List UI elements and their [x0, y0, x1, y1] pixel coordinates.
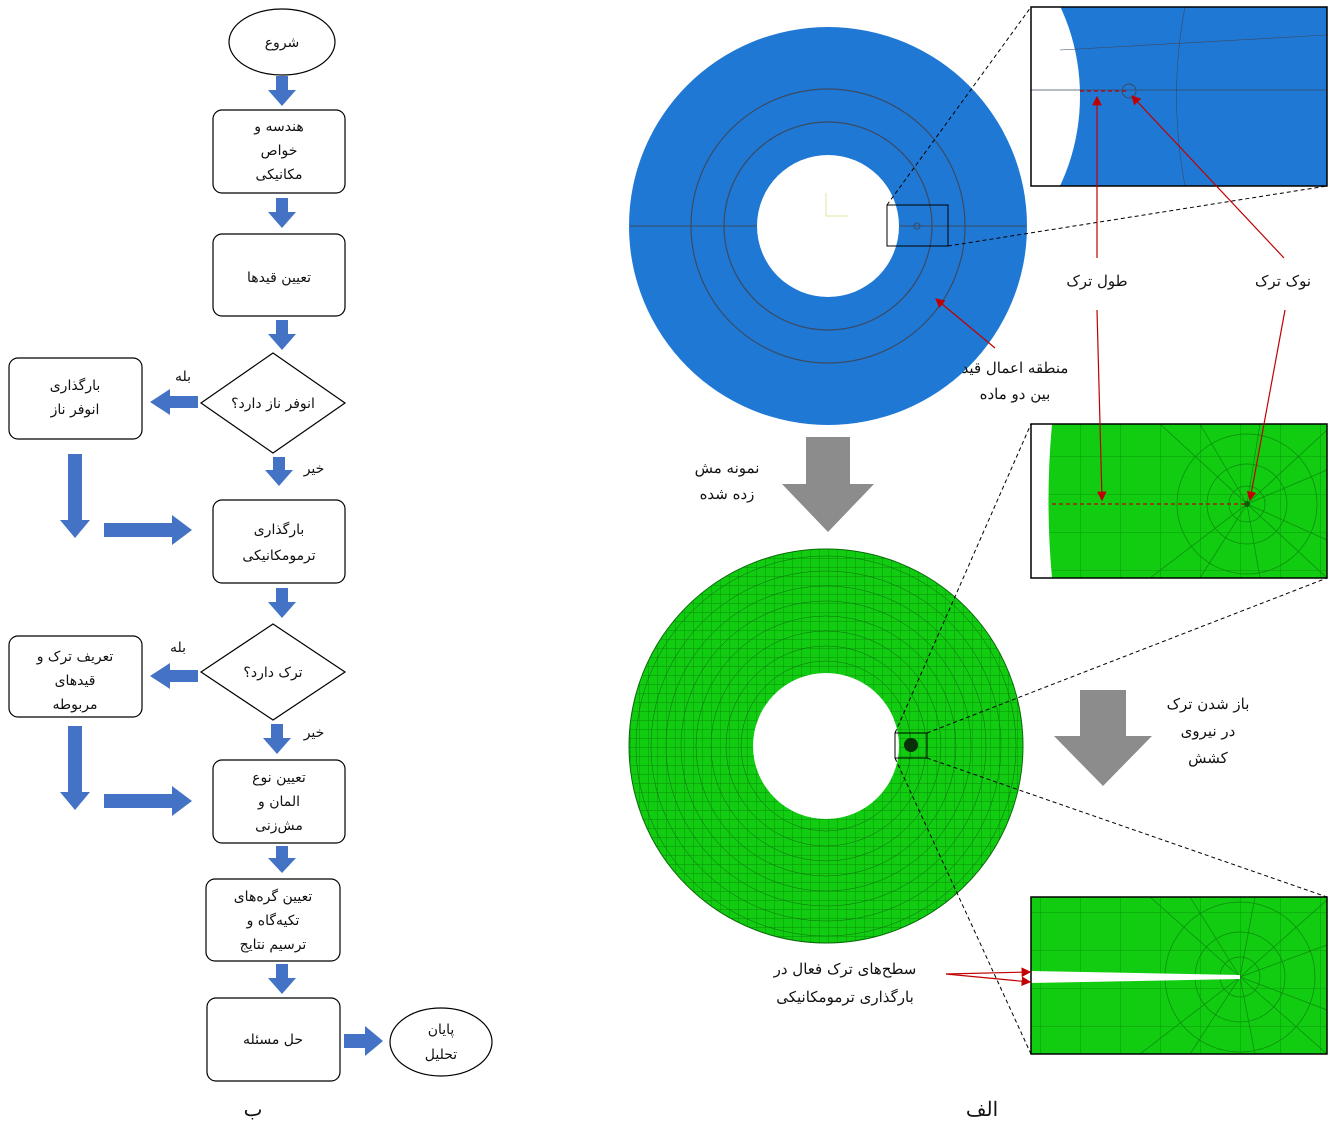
zoom-connectors-2: [894, 423, 1328, 1055]
arrow-right-1: [104, 515, 192, 545]
anofraz-loading-label-2: انوفر ناز: [50, 402, 100, 418]
crack-length-label: طول ترک: [1066, 272, 1127, 290]
model-panel: طول ترک نوک ترک منطقه اعمال قید بین دو م…: [628, 6, 1328, 1121]
arrow-down-2: [268, 198, 296, 228]
meshed-sample-label-2: زده شده: [700, 485, 755, 503]
gray-arrow-right: [1054, 690, 1152, 786]
support-nodes-label-1: تعیین گره‌های: [234, 888, 313, 905]
geometry-label-1: هندسه و: [253, 119, 303, 135]
solve-box: [206, 997, 341, 1082]
yes-label-1: بله: [175, 369, 191, 385]
arrow-down-5: [268, 588, 296, 618]
crack-opening-label-1: باز شدن ترک: [1167, 695, 1250, 713]
arrow-down-7: [268, 846, 296, 873]
anofraz-loading-box: [8, 357, 143, 440]
constraints-box: [212, 233, 346, 317]
arrow-down-4: [265, 457, 293, 486]
anofraz-loading-label-1: بارگذاری: [50, 377, 101, 394]
geometry-label-2: خواص: [261, 143, 298, 159]
active-surfaces-label-1: سطح‌های ترک فعال در: [773, 960, 917, 978]
arrow-side-down-1: [60, 454, 90, 538]
constraint-region-label-1: منطقه اعمال قید: [962, 359, 1069, 377]
meshed-sample-label-1: نمونه مش: [695, 459, 760, 477]
no-label-1: خیر: [303, 461, 325, 477]
arrow-down-3: [268, 320, 296, 350]
active-surfaces-label-2: بارگذاری ترمومکانیکی: [776, 988, 914, 1006]
element-mesh-label-1: تعیین نوع: [252, 770, 306, 786]
support-nodes-label-2: تکیه‌گاه و: [246, 912, 300, 929]
crack-decision-label: ترک دارد؟: [243, 665, 302, 681]
blue-zoom: [1030, 6, 1328, 187]
start-node: [228, 8, 336, 76]
blue-disk: [629, 27, 1027, 425]
element-mesh-box: [212, 759, 346, 844]
element-mesh-label-2: المان و: [257, 794, 300, 810]
crack-tip-label: نوک ترک: [1255, 272, 1311, 290]
green-zoom-region: [894, 732, 928, 759]
arrow-down-1: [268, 76, 296, 106]
arrow-right-end: [344, 1026, 383, 1056]
anofraz-decision-label: انوفر ناز دارد؟: [231, 396, 315, 412]
green-zoom-top: [1030, 423, 1328, 579]
arrow-left-1: [150, 389, 198, 415]
support-nodes-label-3: ترسیم نتایج: [240, 937, 307, 953]
yes-label-2: بله: [170, 640, 186, 656]
arrow-right-2: [104, 786, 192, 816]
green-disk: [628, 548, 1024, 944]
constraints-label: تعیین قیدها: [247, 270, 311, 286]
crack-decision: [199, 623, 347, 721]
crack-def-label-3: مربوطه: [52, 697, 97, 713]
crack-opening-label-2: در نیروی: [1181, 722, 1236, 740]
arrow-down-6: [263, 724, 291, 754]
element-mesh-label-3: مش‌زنی: [255, 818, 303, 834]
end-label-2: تحلیل: [425, 1047, 457, 1063]
crack-opening-label-3: کشش: [1188, 749, 1229, 767]
green-zoom-bottom: [1030, 896, 1328, 1055]
arrow-side-down-2: [60, 726, 90, 810]
crack-def-label-2: قیدهای: [55, 673, 96, 689]
thermo-loading-label-2: ترمومکانیکی: [242, 548, 315, 564]
no-label-2: خیر: [303, 725, 325, 741]
end-label-1: پایان: [428, 1022, 455, 1038]
anofraz-decision: [199, 352, 347, 454]
gray-arrow-down: [782, 437, 874, 532]
arrow-left-2: [150, 663, 198, 689]
blue-zoom-region: [886, 204, 949, 247]
caption-left: ب: [244, 1097, 263, 1121]
support-nodes-box: [205, 878, 341, 962]
geometry-box: [212, 109, 346, 194]
thermo-loading-box: [212, 499, 346, 584]
constraint-region-label-2: بین دو ماده: [980, 385, 1051, 403]
flowchart: شروع هندسه و خواص مکانیکی تعیین قیدها ان…: [8, 8, 493, 1121]
end-node: [389, 1007, 493, 1077]
arrow-down-8: [268, 964, 296, 994]
crack-def-box: [8, 635, 143, 718]
geometry-label-3: مکانیکی: [255, 167, 302, 183]
flow-arrows: [60, 76, 383, 1056]
solve-label: حل مسئله: [243, 1032, 303, 1048]
zoom-connectors-1: [886, 6, 1328, 247]
caption-right: الف: [966, 1097, 998, 1121]
crack-def-label-1: تعریف ترک و: [36, 649, 114, 665]
red-annotations: [935, 95, 1286, 986]
thermo-loading-label-1: بارگذاری: [254, 521, 305, 538]
start-label: شروع: [265, 35, 300, 51]
